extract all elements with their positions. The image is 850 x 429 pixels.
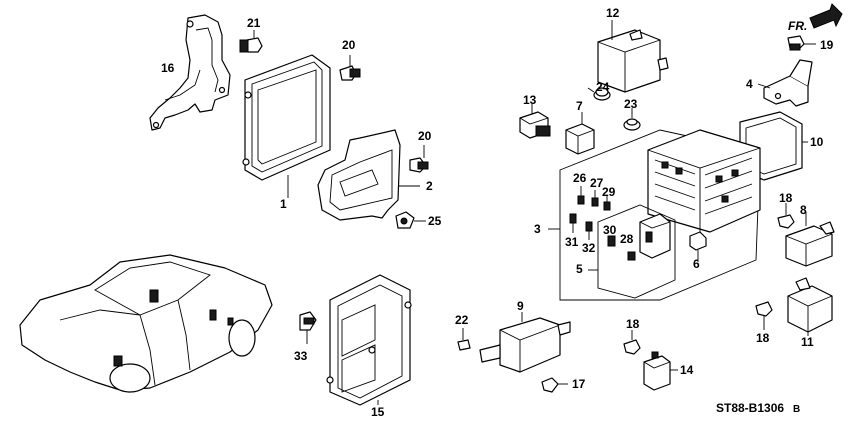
part-18-bolt-lower (755, 301, 773, 330)
fuse-30 (607, 235, 616, 247)
direction-label: FR. (788, 19, 807, 33)
callout-20: 20 (342, 38, 356, 52)
fuse-27 (591, 190, 599, 207)
callout-33: 33 (294, 349, 308, 363)
car-outline (19, 254, 273, 393)
callout-18: 18 (779, 191, 793, 205)
fuse-26 (577, 186, 585, 205)
part-18-bolt-upper (777, 203, 795, 229)
callout-2: 2 (426, 179, 433, 193)
callout-31: 31 (565, 235, 579, 249)
part-14-relay (643, 351, 678, 391)
fuse-28 (627, 251, 636, 261)
callout-1: 1 (280, 197, 287, 211)
fuse-31 (569, 213, 577, 233)
callout-25: 25 (428, 214, 442, 228)
callout-4: 4 (746, 77, 753, 91)
callout-8: 8 (800, 203, 807, 217)
diagram-code-suffix: B (793, 404, 800, 415)
callout-3: 3 (534, 222, 541, 236)
callout-26: 26 (573, 171, 587, 185)
part-9-unit (479, 312, 571, 373)
part-8-relay (785, 212, 835, 267)
part-2-bracket (317, 129, 420, 221)
callout-28: 28 (620, 232, 634, 246)
part-19-bolt (787, 35, 816, 51)
callout-10: 10 (810, 135, 824, 149)
part-7-relay (565, 112, 595, 155)
callout-27: 27 (590, 176, 604, 190)
callout-17: 17 (572, 377, 586, 391)
part-23-grommet (623, 108, 641, 131)
fuse-29 (603, 196, 611, 211)
callout-12: 12 (606, 6, 620, 20)
part-12-module (597, 20, 669, 93)
part-5-relay-block (588, 204, 676, 299)
part-4-bracket (757, 59, 813, 107)
part-25-nut (395, 211, 426, 229)
callout-18-repeat: 18 (756, 331, 770, 345)
part-1-ecu (242, 54, 331, 198)
part-13-relay (519, 104, 551, 139)
diagram-code: ST88-B1306 (716, 401, 784, 415)
callout-15: 15 (371, 405, 385, 419)
callout-16: 16 (161, 61, 175, 75)
callout-11: 11 (801, 335, 814, 349)
part-18-bolt-bottom (623, 330, 641, 355)
callout-7: 7 (576, 99, 583, 113)
callout-20-repeat: 20 (418, 129, 432, 143)
fuse-32 (585, 221, 593, 240)
part-16-bracket (149, 14, 231, 131)
callout-23: 23 (624, 97, 638, 111)
part-20-bolt-middle (409, 145, 429, 173)
part-22-screw (457, 328, 471, 351)
callout-9: 9 (517, 299, 524, 313)
callout-32: 32 (582, 241, 596, 255)
callout-24: 24 (596, 80, 610, 94)
part-6-connector (689, 231, 707, 260)
callout-13: 13 (523, 93, 537, 107)
callout-29: 29 (602, 185, 616, 199)
part-21-bolt (239, 30, 263, 53)
fuse-box-main (647, 129, 761, 233)
callout-14: 14 (680, 363, 694, 377)
callout-22: 22 (455, 313, 469, 327)
part-17-nut (541, 377, 568, 393)
part-20-bolt-upper (339, 55, 361, 81)
part-33-screw (299, 311, 317, 344)
part-11-relay (787, 277, 833, 336)
callout-5: 5 (576, 262, 583, 276)
callout-18-repeat: 18 (626, 317, 640, 331)
part-15-control-unit (326, 274, 412, 406)
front-direction-arrow-icon (809, 3, 843, 29)
callout-19: 19 (820, 38, 834, 52)
part-3-fuse-box-frame (548, 129, 761, 301)
callout-30: 30 (603, 223, 617, 237)
part-24-grommet (587, 87, 611, 101)
callout-6: 6 (693, 257, 700, 271)
callout-21: 21 (247, 16, 261, 30)
